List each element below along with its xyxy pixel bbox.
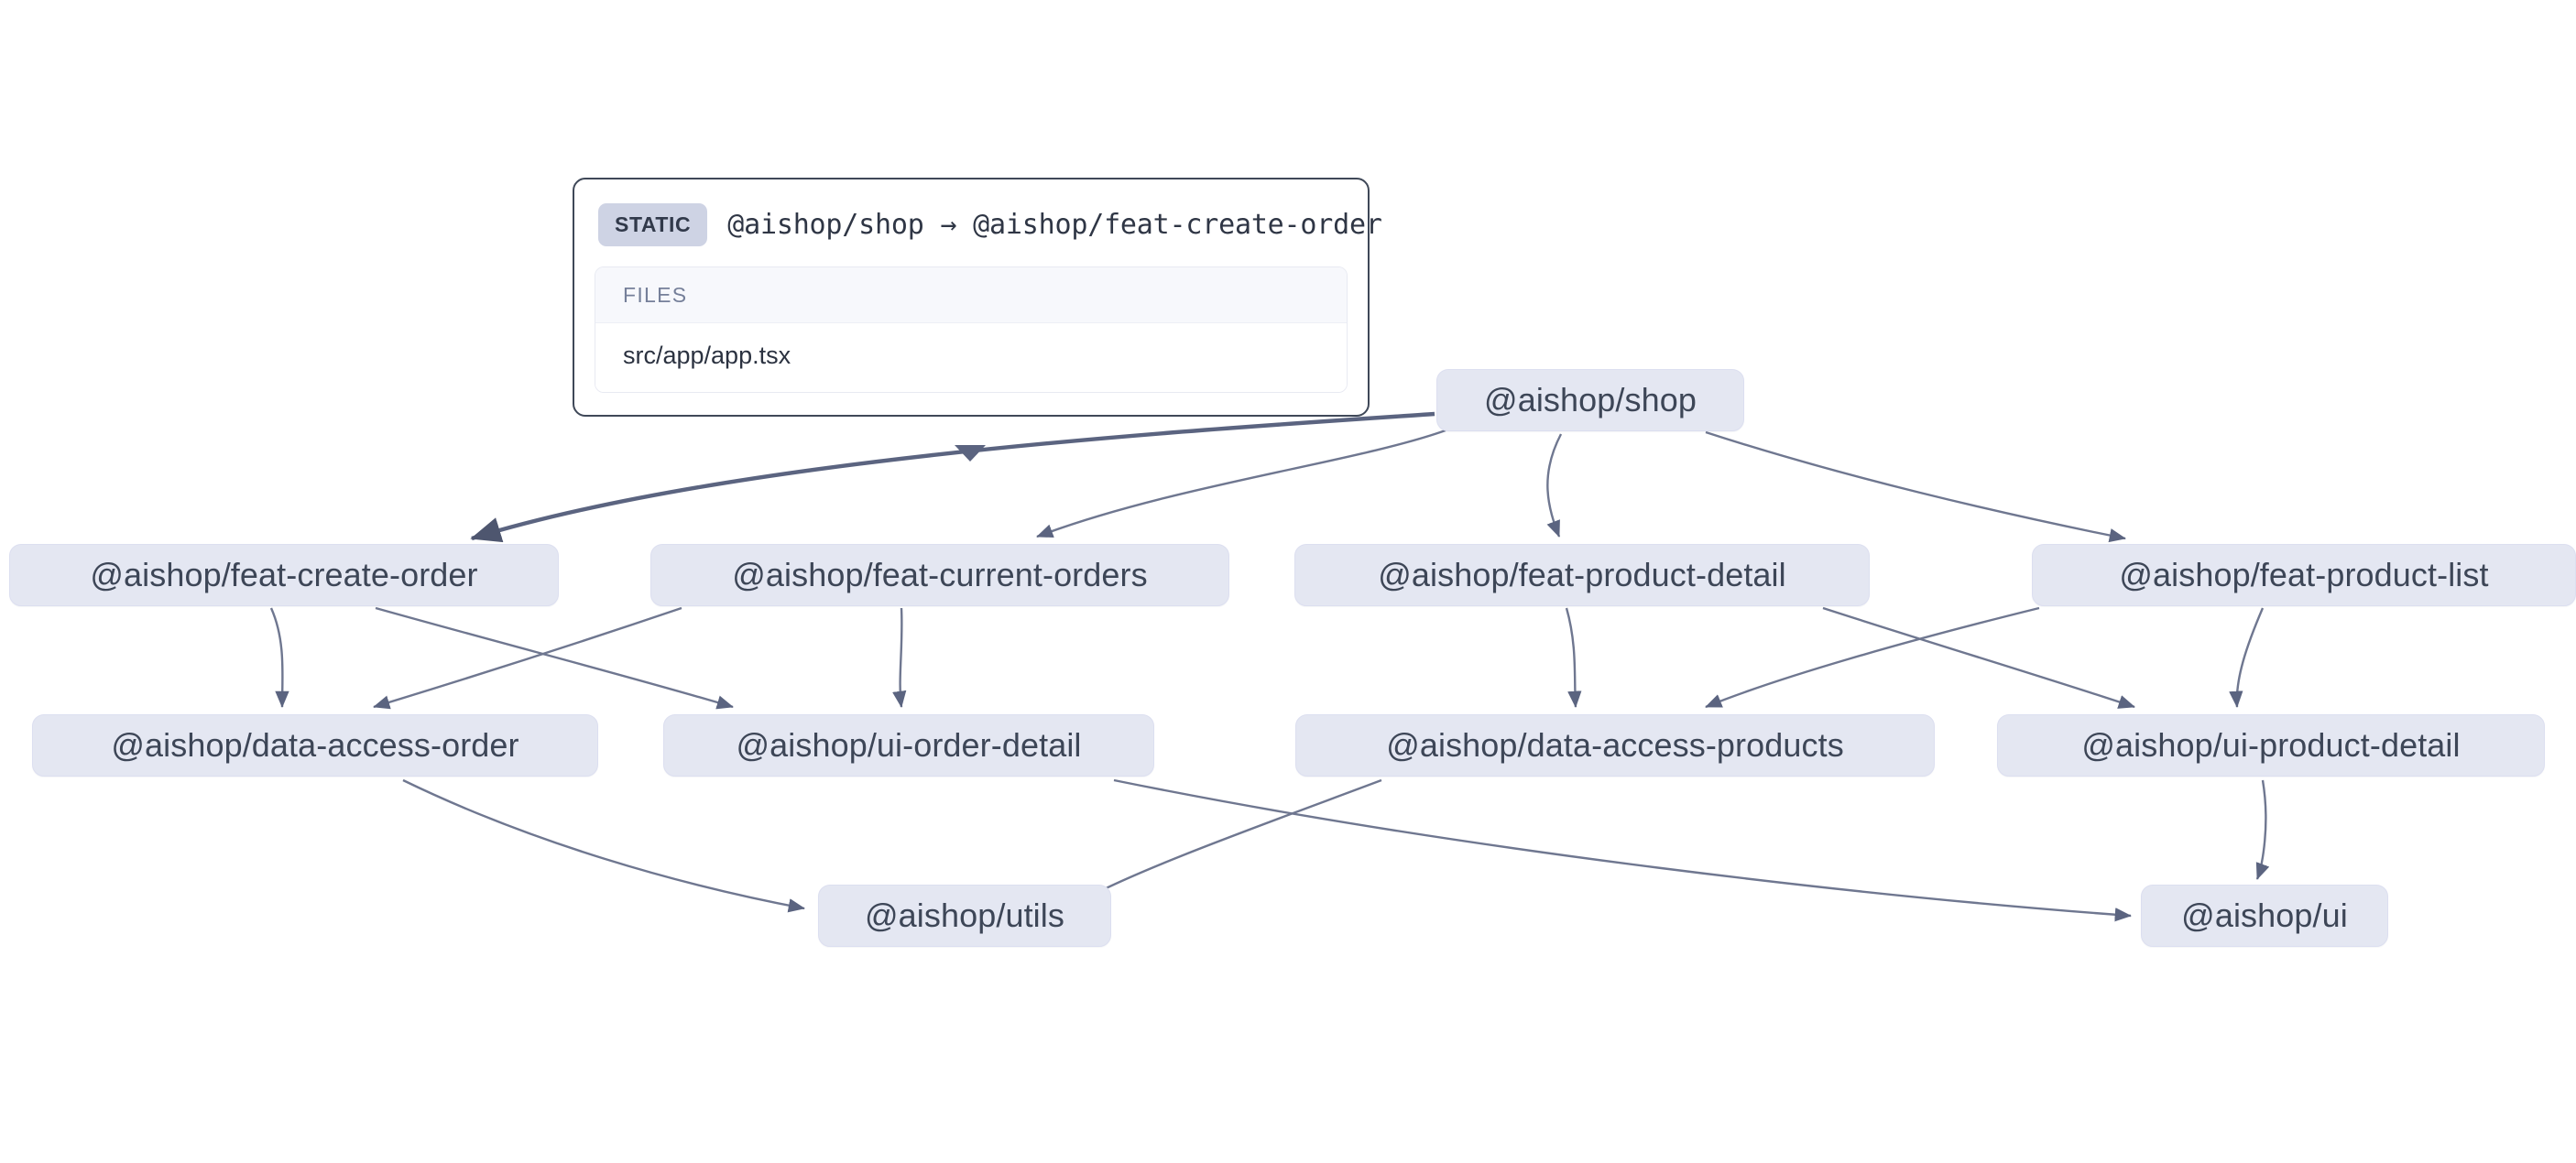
node-label: @aishop/feat-current-orders: [732, 556, 1148, 593]
tooltip-pointer-icon: [955, 445, 986, 462]
node-aishop-feat-product-list[interactable]: @aishop/feat-product-list: [2032, 544, 2576, 606]
edge-feat-product-detail-to-ui-product-detail: [1822, 606, 2135, 709]
edge-data-access-order-to-utils: [402, 778, 805, 913]
edge-ui-order-detail-to-ui: [1113, 778, 2132, 922]
node-label: @aishop/ui: [2181, 897, 2348, 934]
status-badge: STATIC: [598, 203, 708, 246]
node-aishop-data-access-order[interactable]: @aishop/data-access-order: [32, 714, 598, 777]
edge-detail-tooltip[interactable]: STATIC @aishop/shop → @aishop/feat-creat…: [573, 178, 1382, 417]
node-aishop-feat-product-detail[interactable]: @aishop/feat-product-detail: [1294, 544, 1870, 606]
edge-data-access-products-to-utils: [1080, 778, 1382, 903]
edge-feat-product-list-to-data-access-products: [1705, 606, 2040, 709]
node-aishop-utils[interactable]: @aishop/utils: [818, 885, 1111, 947]
edge-ui-product-detail-to-ui: [2255, 779, 2270, 880]
edge-shop-to-feat-create-order: [470, 411, 1435, 543]
files-panel-header: FILES: [595, 267, 1347, 323]
file-list-item[interactable]: src/app/app.tsx: [595, 323, 1347, 392]
node-aishop-feat-create-order[interactable]: @aishop/feat-create-order: [9, 544, 559, 606]
edge-shop-to-feat-product-detail: [1546, 433, 1563, 538]
edge-feat-current-orders-to-data-access-order: [373, 606, 682, 710]
node-label: @aishop/data-access-order: [111, 726, 519, 764]
node-aishop-ui-order-detail[interactable]: @aishop/ui-order-detail: [663, 714, 1154, 777]
node-label: @aishop/utils: [865, 897, 1064, 934]
node-label: @aishop/ui-product-detail: [2081, 726, 2461, 764]
edge-feat-product-list-to-ui-product-detail: [2229, 607, 2265, 708]
files-panel: FILES src/app/app.tsx: [595, 266, 1348, 393]
node-aishop-shop[interactable]: @aishop/shop: [1436, 369, 1744, 431]
edge-feat-current-orders-to-ui-order-detail: [892, 607, 907, 708]
edge-feat-create-order-to-data-access-order: [269, 607, 289, 708]
edge-feat-create-order-to-ui-order-detail: [375, 606, 734, 710]
node-label: @aishop/shop: [1484, 381, 1697, 418]
node-aishop-ui[interactable]: @aishop/ui: [2141, 885, 2388, 947]
node-label: @aishop/ui-order-detail: [736, 726, 1082, 764]
node-label: @aishop/data-access-products: [1386, 726, 1844, 764]
tooltip-header: STATIC @aishop/shop → @aishop/feat-creat…: [595, 200, 1382, 266]
node-label: @aishop/feat-product-list: [2119, 556, 2489, 593]
edge-shop-to-feat-current-orders: [1036, 429, 1446, 538]
node-aishop-feat-current-orders[interactable]: @aishop/feat-current-orders: [650, 544, 1229, 606]
edge-shop-to-feat-product-list: [1705, 430, 2126, 543]
tooltip-title: @aishop/shop → @aishop/feat-create-order: [727, 209, 1382, 241]
node-label: @aishop/feat-product-detail: [1378, 556, 1786, 593]
node-label: @aishop/feat-create-order: [90, 556, 478, 593]
node-aishop-data-access-products[interactable]: @aishop/data-access-products: [1295, 714, 1935, 777]
node-aishop-ui-product-detail[interactable]: @aishop/ui-product-detail: [1997, 714, 2545, 777]
edge-feat-product-detail-to-data-access-products: [1565, 607, 1582, 708]
